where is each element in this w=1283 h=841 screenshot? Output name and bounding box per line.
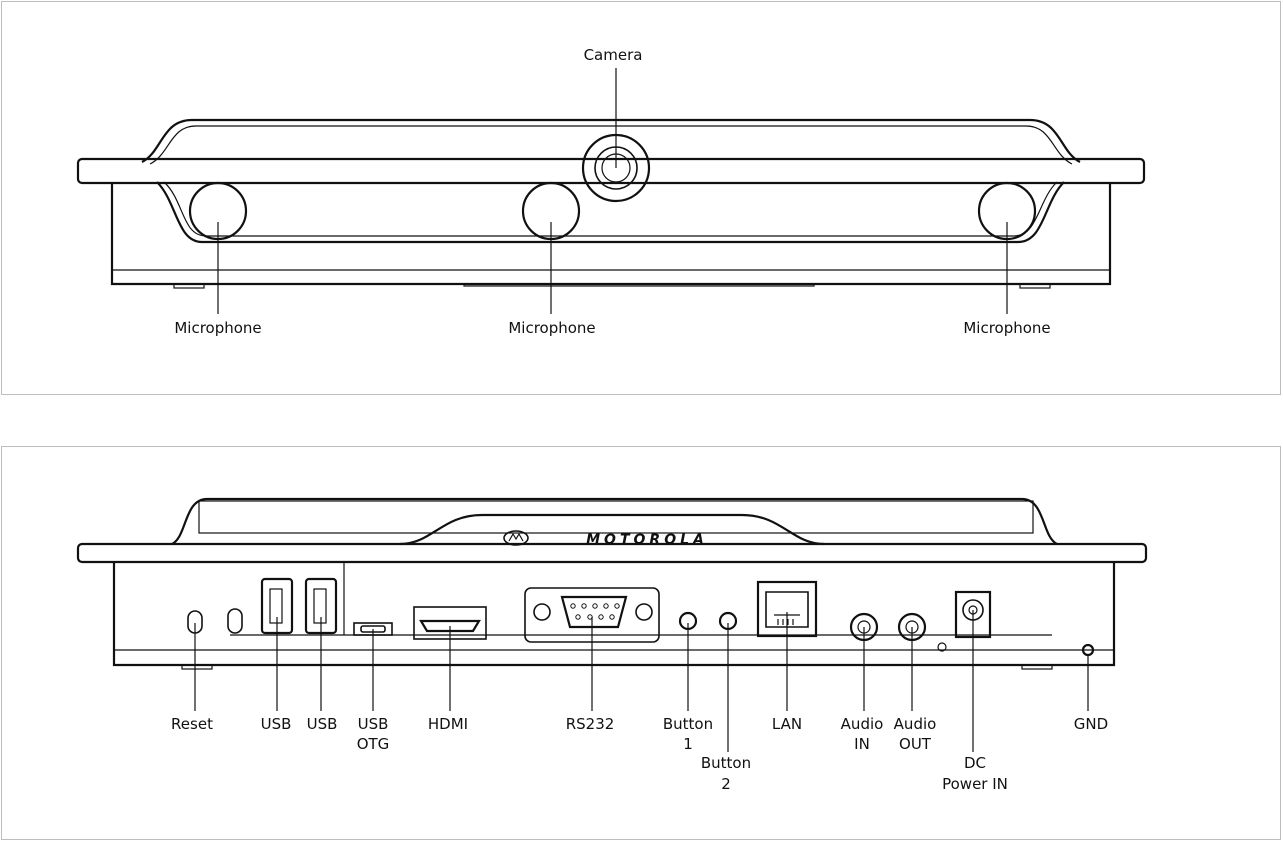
label-hdmi: HDMI xyxy=(428,715,468,733)
reset-adjacent-post xyxy=(228,609,242,633)
device-body xyxy=(112,182,1110,284)
device-top-window xyxy=(199,501,1033,533)
label-microphone-left: Microphone xyxy=(174,319,261,337)
label-button-1-line1: Button xyxy=(663,715,713,733)
device-flange xyxy=(78,159,1144,183)
rs232-port-icon xyxy=(562,597,626,627)
label-audio-in-line1: Audio xyxy=(841,715,884,733)
front-bezel-inner xyxy=(164,182,1057,236)
label-gnd: GND xyxy=(1074,715,1108,733)
label-audio-in-line2: IN xyxy=(854,735,870,753)
foot-left xyxy=(182,665,212,669)
label-button-1-line2: 1 xyxy=(683,735,693,753)
label-usb-otg-line1: USB xyxy=(358,715,389,733)
motorola-wordmark: MOTOROLA xyxy=(586,532,708,548)
label-usb-2: USB xyxy=(307,715,338,733)
back-view-panel: MOTOROLA xyxy=(1,446,1281,840)
label-audio-out-line1: Audio xyxy=(894,715,937,733)
label-button-2-line2: 2 xyxy=(721,775,731,793)
rs232-screw-left xyxy=(534,604,550,620)
label-microphone-center: Microphone xyxy=(508,319,595,337)
front-view-drawing: Camera Microphone Microphone Microphone xyxy=(2,2,1282,396)
rs232-pins xyxy=(571,604,619,619)
motorola-m-glyph xyxy=(509,534,523,541)
label-camera: Camera xyxy=(584,46,643,64)
front-bezel xyxy=(157,182,1064,242)
label-dc-line1: DC xyxy=(964,754,986,772)
label-lan: LAN xyxy=(772,715,802,733)
label-usb-1: USB xyxy=(261,715,292,733)
label-button-2-line1: Button xyxy=(701,754,751,772)
usb-port-2-tongue xyxy=(314,589,326,623)
label-dc-line2: Power IN xyxy=(942,775,1008,793)
label-usb-otg-line2: OTG xyxy=(357,735,390,753)
label-audio-out-line2: OUT xyxy=(899,735,932,753)
usb-port-1-tongue xyxy=(270,589,282,623)
front-view-panel: Camera Microphone Microphone Microphone xyxy=(1,1,1281,395)
label-microphone-right: Microphone xyxy=(963,319,1050,337)
back-view-drawing: MOTOROLA xyxy=(2,447,1282,841)
rs232-screw-right xyxy=(636,604,652,620)
label-reset: Reset xyxy=(171,715,213,733)
foot-right xyxy=(1022,665,1052,669)
label-rs232: RS232 xyxy=(566,715,615,733)
